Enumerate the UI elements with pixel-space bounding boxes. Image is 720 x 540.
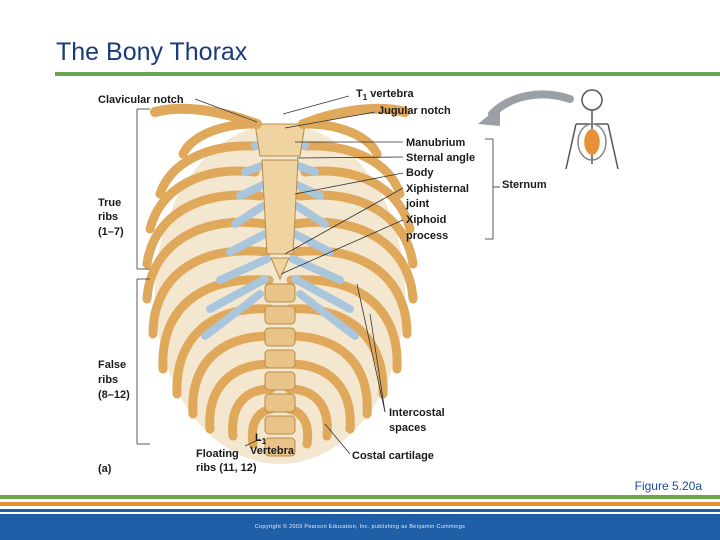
label-floating-2: ribs (11, 12) xyxy=(196,462,257,474)
label-false-ribs-2: ribs xyxy=(98,374,119,386)
orientation-thumbnail xyxy=(478,89,619,170)
rib-cage-illustration xyxy=(136,95,500,464)
sternum xyxy=(254,123,306,281)
label-manubrium: Manubrium xyxy=(406,137,466,149)
label-process: process xyxy=(406,230,449,242)
skeleton-thumbnail-icon xyxy=(565,89,619,170)
label-intercostal-1: Intercostal xyxy=(389,407,445,419)
label-true-ribs-3: (1–7) xyxy=(98,226,124,238)
label-body: Body xyxy=(406,167,434,179)
xiphoid-shape xyxy=(270,257,290,281)
label-false-ribs-3: (8–12) xyxy=(98,389,130,401)
brackets xyxy=(136,108,500,445)
label-t1-sub: 1 xyxy=(362,93,368,103)
figure-caption: Figure 5.20a xyxy=(634,479,702,493)
curved-arrow-icon xyxy=(478,90,574,126)
label-l1: L1 xyxy=(255,431,266,449)
label-t1-rest: vertebra xyxy=(367,88,414,100)
label-sternum: Sternum xyxy=(502,179,547,191)
title-divider xyxy=(55,72,720,76)
sternal-body-shape xyxy=(261,159,299,255)
label-t1-vertebra: T1 vertebra xyxy=(356,87,414,105)
label-l1-sub: 1 xyxy=(261,437,267,447)
label-false-ribs-1: False xyxy=(98,359,127,371)
footer-bar xyxy=(0,514,720,540)
left-ribs xyxy=(142,119,276,449)
label-clavicular-notch: Clavicular notch xyxy=(98,94,184,106)
label-xiphisternal: Xiphisternal xyxy=(406,183,469,195)
label-joint: joint xyxy=(406,198,430,210)
label-costal-cartilage: Costal cartilage xyxy=(352,450,434,462)
label-t1-letter: T xyxy=(356,88,363,100)
label-true-ribs-2: ribs xyxy=(98,211,119,223)
copyright-text: Copyright © 2003 Pearson Education, Inc.… xyxy=(254,524,466,530)
label-panel-a: (a) xyxy=(98,463,112,475)
label-true-ribs-1: True xyxy=(98,197,122,209)
vertebral-column xyxy=(264,283,296,457)
page-title: The Bony Thorax xyxy=(56,38,248,66)
label-vertebra: Vertebra xyxy=(250,445,295,457)
clavicles xyxy=(150,103,410,129)
costal-cartilages xyxy=(201,138,359,340)
label-floating-1: Floating xyxy=(196,448,239,460)
label-xiphoid: Xiphoid xyxy=(406,214,447,226)
footer-stripes xyxy=(0,495,720,512)
manubrium-shape xyxy=(254,123,306,157)
label-l1-letter: L xyxy=(255,432,262,444)
label-jugular-notch: Jugular notch xyxy=(378,105,451,117)
leader-lines xyxy=(194,95,404,455)
label-intercostal-2: spaces xyxy=(389,422,427,434)
label-sternal-angle: Sternal angle xyxy=(406,152,476,164)
